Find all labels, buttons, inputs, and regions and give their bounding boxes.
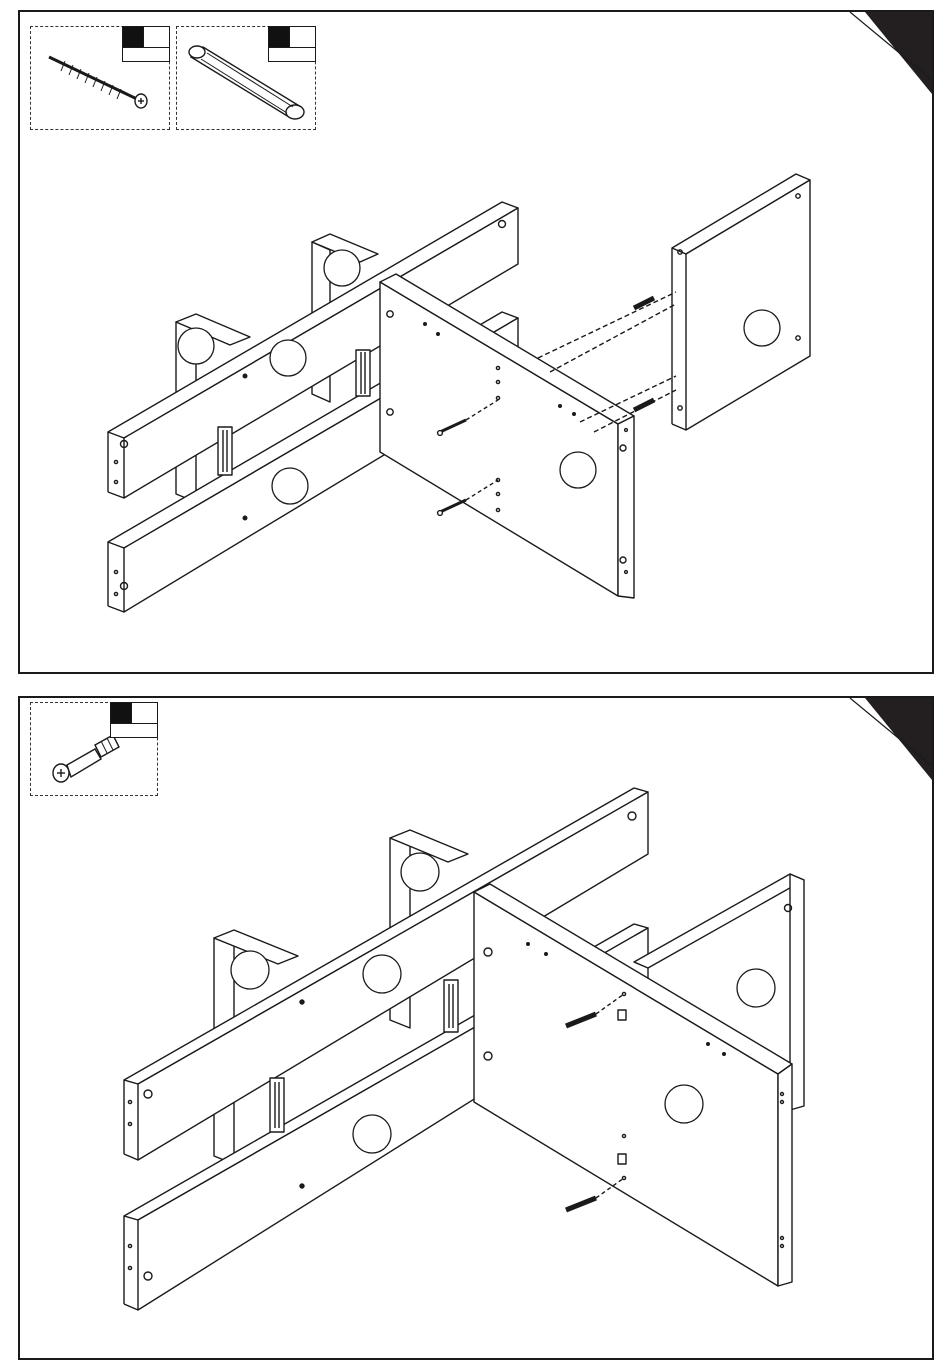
- step-corner-tab: [865, 12, 932, 94]
- callout-circle: [178, 328, 214, 364]
- callout-circle: [401, 853, 439, 891]
- parts-box-cam-bolt: [30, 702, 158, 796]
- callout-circle: [560, 452, 596, 488]
- quantity-badge: [268, 26, 316, 62]
- end-panel: [672, 174, 810, 430]
- assembly-step-1: [18, 10, 934, 674]
- step-corner-tab: [865, 698, 932, 780]
- callout-circle: [744, 310, 780, 346]
- callout-circle: [353, 1115, 391, 1153]
- quantity-badge: [110, 702, 158, 738]
- callout-circle: [737, 969, 775, 1007]
- assembly-step-2: [18, 696, 934, 1360]
- parts-box-wooden-dowel: [176, 26, 316, 130]
- callout-circle: [272, 468, 308, 504]
- callout-circle: [363, 955, 401, 993]
- parts-box-wood-screw: [30, 26, 170, 130]
- callout-circle: [270, 340, 306, 376]
- callout-circle: [324, 250, 360, 286]
- quantity-badge: [122, 26, 170, 62]
- callout-circle: [665, 1085, 703, 1123]
- callout-circle: [231, 951, 269, 989]
